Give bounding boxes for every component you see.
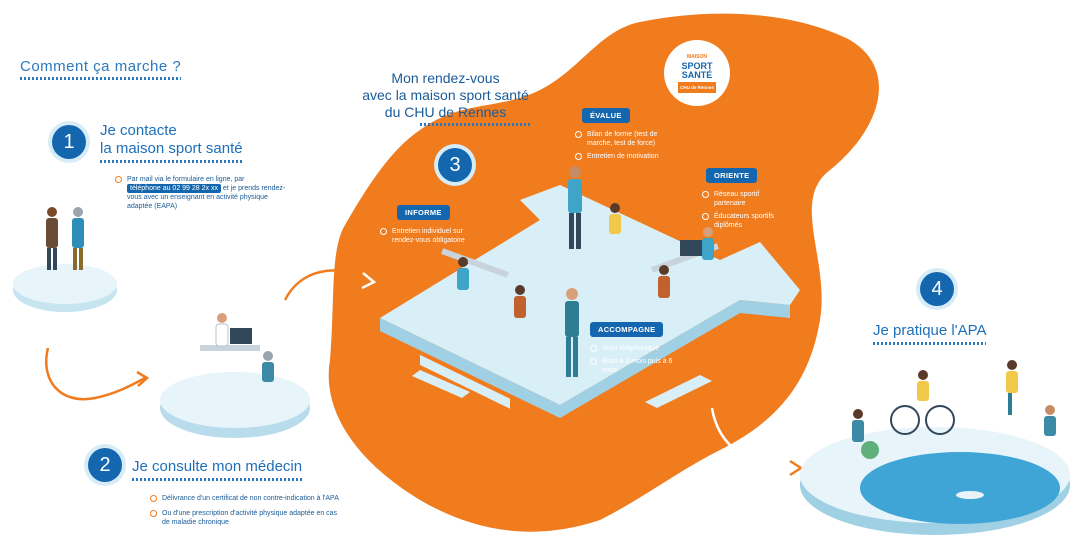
step-2-underline	[132, 478, 303, 481]
step-1-label-line1: Je contacte	[100, 122, 177, 139]
step-2-bullets: Délivrance d'un certificat de non contre…	[150, 494, 340, 527]
informe-tag: INFORME	[397, 205, 450, 220]
arrow-2-to-3	[283, 269, 373, 301]
step-2-bullet-2-text: Ou d'une prescription d'activité physiqu…	[162, 510, 338, 526]
step-4-underline	[873, 342, 987, 345]
step-1-text-b: par	[234, 176, 245, 183]
accompagne-bullets: Suivi téléphonique Bilan à 3 mois puis à…	[590, 344, 680, 375]
step-1-badge: 1	[52, 125, 86, 159]
accompagne-tag: ACCOMPAGNE	[590, 322, 664, 337]
logo-line1: MAISON	[687, 54, 707, 60]
bullet-icon	[575, 153, 582, 160]
bullet-icon	[150, 510, 157, 517]
people-step-3	[457, 166, 714, 377]
step-2-label-text: Je consulte mon médecin	[132, 458, 303, 475]
page-title: Comment ça marche ?	[20, 58, 182, 80]
step-1-text-a: Par mail via le formulaire en ligne,	[127, 176, 233, 183]
step-3-underline	[420, 123, 530, 126]
step-1-text: Par mail via le formulaire en ligne, par…	[115, 175, 295, 211]
logo-line4: CHU de Rennes	[678, 82, 716, 93]
step-4-badge: 4	[920, 272, 954, 306]
step-2-bullet-1: Délivrance d'un certificat de non contre…	[150, 494, 340, 503]
informe-bullet-1-text: Entretien individuel sur rendez-vous obl…	[392, 228, 465, 244]
logo-line3: SANTÉ	[681, 70, 713, 80]
evalue-tag: ÉVALUE	[582, 108, 630, 123]
accompagne-bullet-2-text: Bilan à 3 mois puis à 6 mois	[602, 358, 673, 374]
accompagne-bullet-1: Suivi téléphonique	[590, 344, 680, 353]
step-4-label: Je pratique l'APA	[873, 322, 987, 345]
desk-step-2	[200, 345, 260, 351]
people-step-4	[852, 360, 1056, 499]
arrow-1-to-2-head	[136, 370, 150, 387]
stair-3	[412, 370, 470, 398]
step-3-label-line2: avec la maison sport santé	[362, 87, 529, 103]
bullet-icon	[702, 191, 709, 198]
oriente-bullet-1: Réseau sportif partenaire	[702, 190, 780, 208]
step-2-bullet-2: Ou d'une prescription d'activité physiqu…	[150, 509, 340, 527]
monitor-step-2	[230, 328, 252, 344]
step-1-label: Je contacte la maison sport santé	[100, 122, 243, 163]
people-step-1	[46, 207, 84, 270]
title-underline	[20, 77, 182, 80]
page-title-text: Comment ça marche ?	[20, 58, 182, 75]
step-2-badge: 2	[88, 448, 122, 482]
step-1-underline	[100, 160, 243, 163]
bullet-icon	[575, 131, 582, 138]
bullet-icon	[150, 495, 157, 502]
evalue-bullet-1: Bilan de forme (test de marche, test de …	[575, 130, 665, 148]
bullet-icon	[590, 358, 597, 365]
arrow-1-to-2	[45, 347, 146, 401]
step-1-text-c: et je prends	[222, 185, 260, 192]
step-3-label-line3: du CHU de Rennes	[384, 104, 507, 120]
step-1-text-e: physique adaptée (EAPA)	[127, 194, 268, 210]
step-1-label-line2: la maison sport santé	[100, 140, 243, 157]
bullet-icon	[380, 228, 387, 235]
step-1-text-d: rendez-vous avec un enseignant en activi…	[127, 185, 286, 201]
oriente-bullet-2: Éducateurs sportifs diplômés	[702, 212, 780, 230]
stair-2	[645, 375, 712, 408]
step-2-label: Je consulte mon médecin	[132, 458, 303, 481]
arrow-3-to-4-head	[789, 459, 804, 477]
informe-bullet-1: Entretien individuel sur rendez-vous obl…	[380, 227, 465, 245]
step-3-label: Mon rendez-vous avec la maison sport san…	[358, 70, 533, 126]
oriente-bullet-2-text: Éducateurs sportifs diplômés	[714, 213, 774, 229]
oriente-bullet-1-text: Réseau sportif partenaire	[714, 191, 760, 207]
phone-chip: téléphone au 02 99 28 2x xx	[127, 184, 221, 193]
stair-1	[420, 354, 510, 409]
oriente-bullets: Réseau sportif partenaire Éducateurs spo…	[702, 190, 780, 230]
pool	[860, 452, 1060, 524]
bullet-icon	[115, 176, 122, 183]
informe-bullets: Entretien individuel sur rendez-vous obl…	[380, 227, 465, 245]
desk-informe	[441, 248, 509, 278]
bullet-icon	[590, 345, 597, 352]
maison-sport-sante-logo: MAISON SPORT SANTÉ CHU de Rennes	[664, 40, 730, 106]
bullet-icon	[702, 213, 709, 220]
arrow-2-to-3-head	[361, 272, 377, 290]
logo-line2: SPORT	[681, 61, 713, 71]
evalue-bullet-1-text: Bilan de forme (test de marche, test de …	[587, 131, 658, 147]
arrow-3-to-4	[710, 407, 801, 470]
accompagne-bullet-2: Bilan à 3 mois puis à 6 mois	[590, 357, 680, 375]
evalue-bullet-2-text: Entretien de motivation	[587, 153, 659, 160]
step-3-label-line1: Mon rendez-vous	[391, 70, 500, 86]
people-step-2	[215, 313, 274, 382]
oriente-tag: ORIENTE	[706, 168, 758, 183]
accompagne-bullet-1-text: Suivi téléphonique	[602, 345, 660, 352]
isometric-platform-top	[380, 185, 800, 405]
step-2-bullet-1-text: Délivrance d'un certificat de non contre…	[162, 495, 339, 502]
evalue-bullet-2: Entretien de motivation	[575, 152, 665, 161]
monitor-oriente	[680, 240, 704, 256]
isometric-platform-side	[380, 300, 790, 418]
evalue-bullets: Bilan de forme (test de marche, test de …	[575, 130, 665, 161]
step-4-label-text: Je pratique l'APA	[873, 322, 987, 339]
step-3-badge: 3	[438, 148, 472, 182]
